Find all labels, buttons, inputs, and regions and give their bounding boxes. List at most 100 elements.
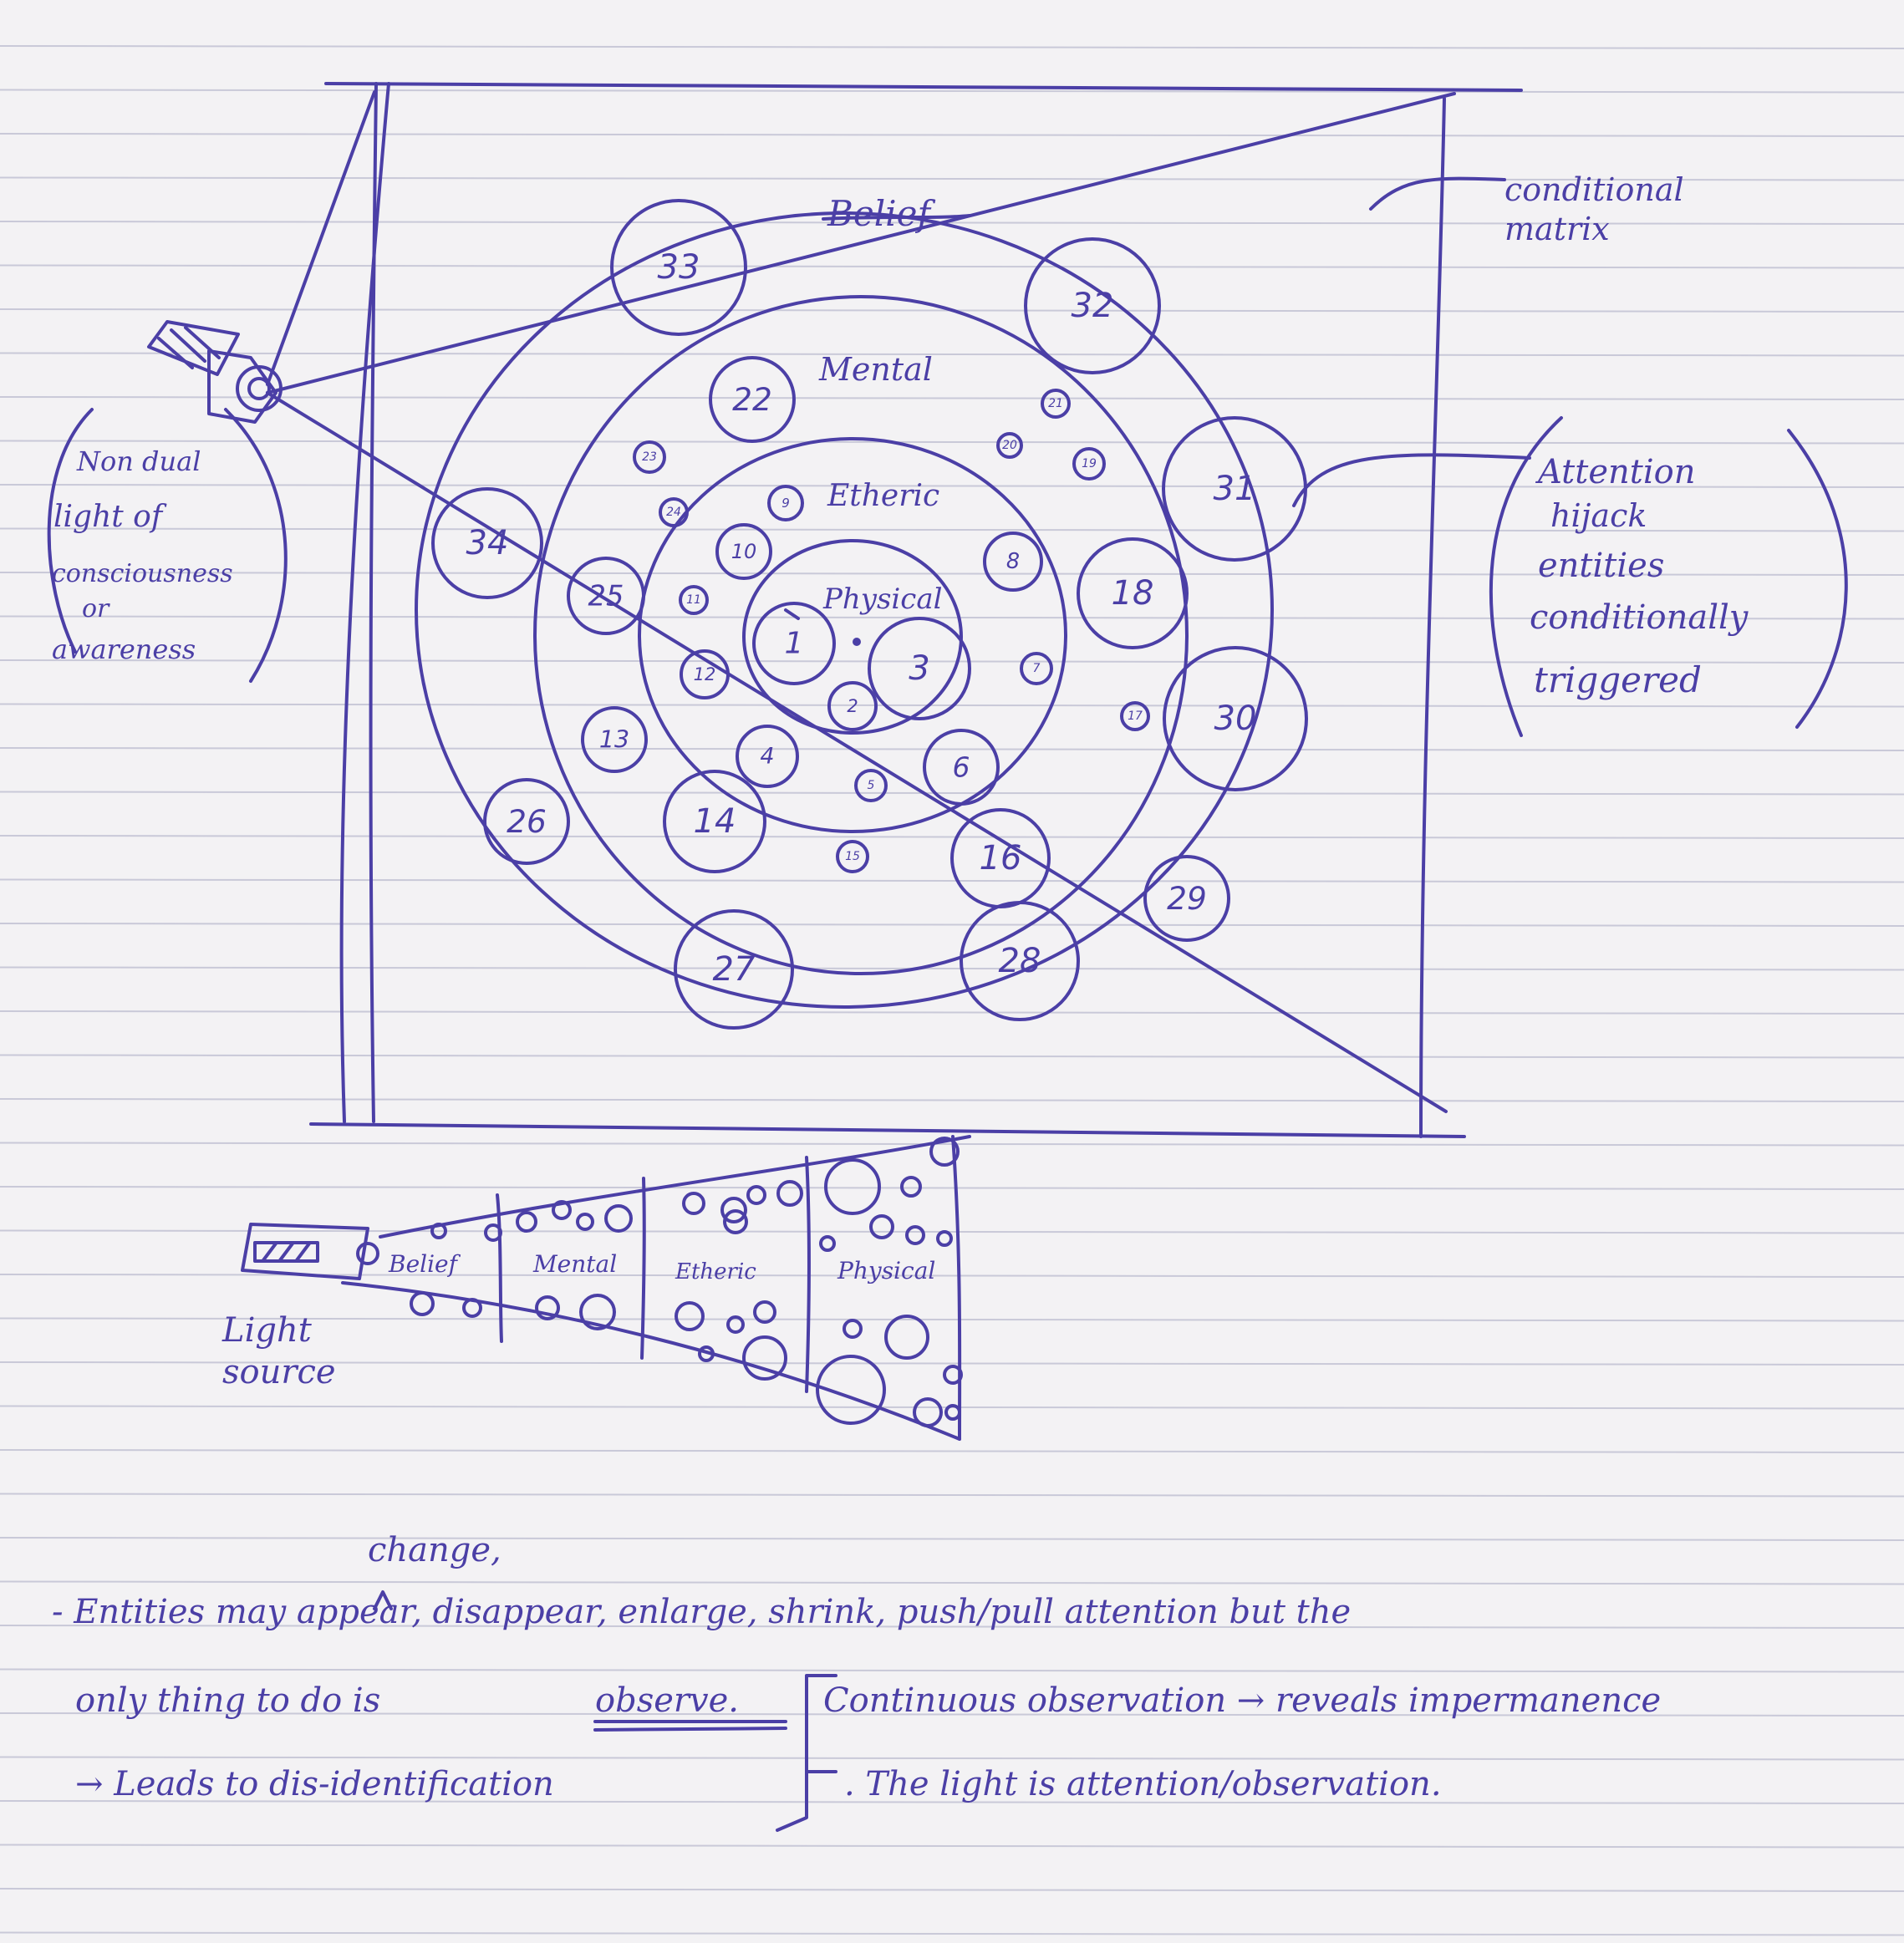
belief-ring-label: Belief [827, 193, 935, 234]
concentric-rings [415, 211, 1274, 1009]
entity-number-4: 4 [760, 744, 774, 770]
light-rays [266, 90, 1456, 1113]
entity-circle-32 [1024, 237, 1161, 374]
cone-bubble [742, 1335, 787, 1381]
cone-entity-bubbles [410, 1137, 963, 1427]
cone-bubble [430, 1223, 447, 1239]
cone-bubble [484, 1223, 502, 1242]
mental-ring-label: Mental [818, 351, 933, 388]
entity-number-23: 23 [642, 450, 657, 464]
entity-circle-18 [1077, 537, 1189, 649]
entity-number-6: 6 [953, 751, 970, 784]
entity-number-3: 3 [909, 649, 929, 688]
nondual-label-2: light of [53, 500, 167, 534]
attention-label-2: hijack [1550, 497, 1647, 534]
entity-number-1: 1 [785, 627, 804, 661]
light-source-label-1: Light [221, 1311, 313, 1350]
entity-number-25: 25 [588, 580, 624, 613]
entity-circle-33 [610, 199, 747, 336]
entity-number-30: 30 [1214, 699, 1257, 738]
note-line-2-observe: observe. [595, 1681, 739, 1720]
nondual-label-1: Non dual [76, 445, 201, 477]
physical-ring [742, 539, 963, 735]
cone-bubble [462, 1298, 482, 1318]
cone-bubble [776, 1180, 803, 1207]
note-line-2b: Continuous observation → reveals imperma… [823, 1681, 1661, 1720]
matrix-label-2: matrix [1504, 211, 1610, 247]
entity-circle-8 [983, 532, 1043, 592]
nondual-label-3: consciousness [52, 559, 233, 588]
note-line-1: - Entities may appear, disappear, enlarg… [52, 1593, 1351, 1631]
cone-bubble [753, 1300, 776, 1324]
entity-number-21: 21 [1048, 397, 1063, 410]
entity-circle-17 [1120, 701, 1150, 731]
entity-circle-25 [567, 557, 645, 635]
attention-label-3: entities [1538, 547, 1664, 585]
light-source-label-2: source [222, 1353, 336, 1391]
center-dot [853, 638, 861, 646]
cone-bubble [726, 1315, 745, 1334]
entity-circle-24 [659, 497, 689, 527]
cone-physical-label: Physical [837, 1257, 935, 1284]
entity-circle-11 [679, 585, 709, 615]
attention-bracket-left [1489, 416, 1563, 737]
entity-number-8: 8 [1006, 549, 1020, 574]
entity-circle-10 [715, 523, 772, 580]
entity-number-31: 31 [1214, 470, 1256, 508]
cone-bubble [576, 1213, 594, 1231]
attention-bracket-right [1787, 429, 1848, 729]
cone-bubble [535, 1295, 560, 1320]
cone-bubble [936, 1230, 953, 1247]
entity-circle-13 [581, 706, 648, 773]
entity-number-9: 9 [781, 496, 790, 511]
nondual-bracket-right [224, 408, 288, 683]
entity-number-14: 14 [694, 802, 736, 841]
entity-circle-23 [633, 440, 666, 474]
entity-circle-5 [854, 769, 888, 802]
cone-bubble [604, 1204, 633, 1233]
attention-pointer [1292, 453, 1531, 507]
cone-bubble [552, 1200, 572, 1220]
entity-circle-20 [996, 432, 1023, 459]
note-line-3b: . The light is attention/observation. [844, 1765, 1442, 1803]
insert-caret [373, 1590, 393, 1610]
cone-bubble [816, 1355, 886, 1425]
etheric-ring-label: Etheric [827, 479, 939, 513]
entity-number-33: 33 [658, 248, 700, 287]
entity-number-26: 26 [507, 803, 547, 840]
cone-bubble [900, 1176, 922, 1198]
cone-bubble [410, 1291, 435, 1316]
cone-bubble [675, 1301, 705, 1331]
observe-underline [593, 1720, 787, 1732]
nondual-label-4: or [82, 594, 110, 623]
entity-circle-15 [836, 840, 869, 873]
entity-circle-14 [663, 770, 766, 873]
cone-bubble [723, 1209, 748, 1234]
attention-label-1: Attention [1535, 453, 1695, 491]
entity-circle-1 [752, 602, 836, 685]
physical-ring-label: Physical [822, 582, 943, 616]
nondual-bracket-left [47, 408, 94, 654]
cone-bubble [943, 1365, 963, 1385]
cone-mental-label: Mental [532, 1250, 617, 1278]
entity-number-29: 29 [1167, 880, 1207, 917]
mental-ring [533, 295, 1189, 975]
entity-number-7: 7 [1033, 662, 1041, 675]
cone-belief-label: Belief [388, 1250, 461, 1278]
note-line-3a: → Leads to dis-identification [75, 1765, 554, 1803]
cone-bubble [579, 1294, 616, 1330]
cone-bubble [944, 1404, 961, 1421]
cone-bubble [746, 1185, 766, 1205]
note-line-2a: only thing to do is [75, 1681, 380, 1720]
entity-number-11: 11 [686, 593, 701, 607]
cone-bubble [929, 1137, 960, 1167]
matrix-pointer [1369, 176, 1506, 211]
entity-number-2: 2 [847, 696, 858, 716]
cone-bubble [913, 1397, 943, 1427]
cone-bubble [819, 1235, 836, 1252]
entity-circle-2 [827, 681, 878, 731]
entity-number-22: 22 [732, 381, 772, 418]
entity-number-16: 16 [980, 839, 1022, 877]
